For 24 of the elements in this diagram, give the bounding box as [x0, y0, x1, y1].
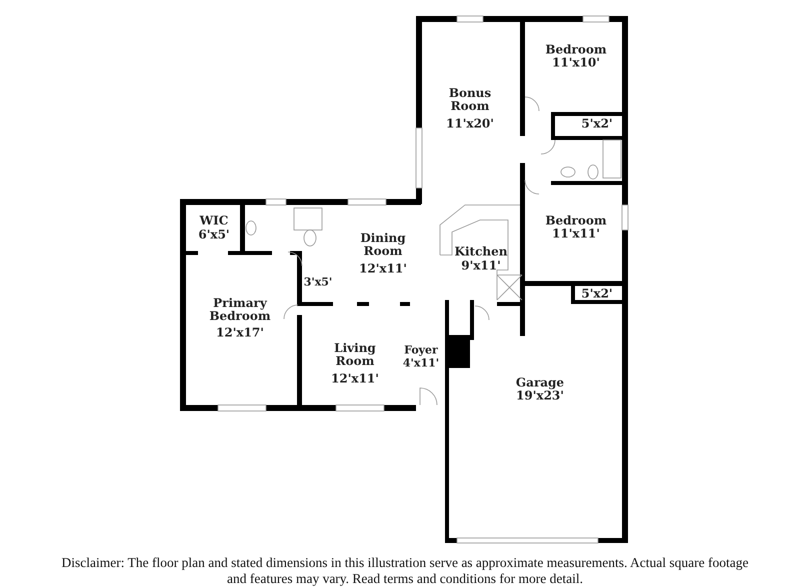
disclaimer-text: Disclaimer: The floor plan and stated dimensions in this illustration serve as approximate measurements. Actual square footage and features may vary. Read terms and conditions for more detail.	[60, 555, 750, 587]
room-label: WIC	[198, 214, 230, 228]
room-label: 4'x11'	[402, 356, 440, 370]
room-label: Bonus Room	[448, 87, 492, 113]
room-label: Dining Room	[359, 232, 407, 258]
room-label: 11'x10'	[551, 56, 601, 70]
room-label: Bedroom	[544, 214, 608, 228]
room-label: 5'x2'	[580, 118, 614, 130]
room-label: 3'x5'	[302, 276, 334, 288]
room-label: 9'x11'	[460, 260, 502, 272]
room-label: 12'x11'	[330, 372, 380, 386]
room-label: Garage	[514, 376, 566, 390]
room-label: Bedroom	[544, 44, 608, 56]
room-label: Living Room	[333, 342, 377, 368]
room-label: 12'x17'	[215, 326, 265, 340]
room-label: 6'x5'	[197, 228, 231, 242]
room-label: 19'x23'	[515, 390, 565, 402]
room-label: 5'x2'	[580, 288, 614, 300]
room-label: 11'x11'	[551, 228, 601, 240]
room-label: 12'x11'	[358, 262, 408, 276]
room-label: Kitchen	[454, 246, 508, 258]
room-label: 11'x20'	[445, 118, 495, 130]
room-label: Foyer	[403, 344, 439, 356]
room-label: Primary Bedroom	[208, 297, 272, 323]
